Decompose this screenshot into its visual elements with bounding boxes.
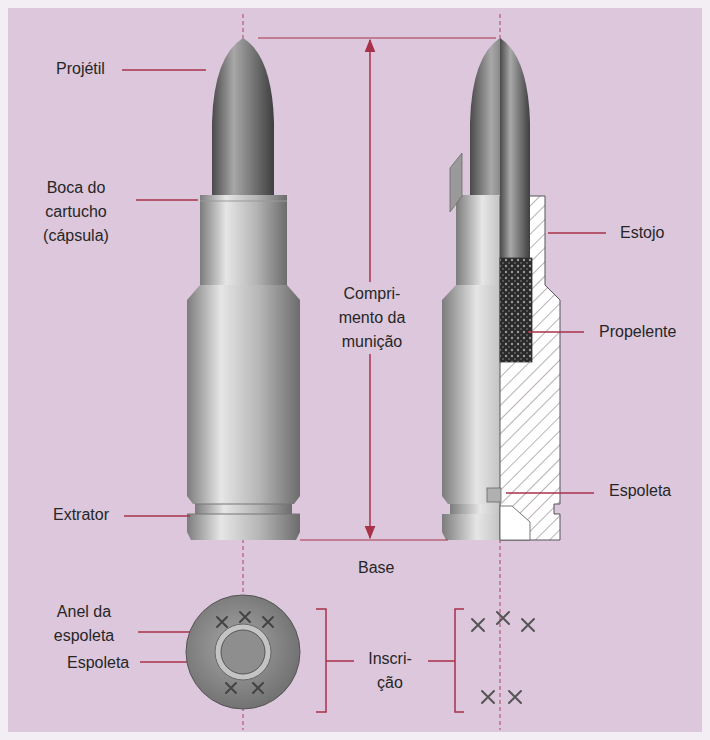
case-shoulder (187, 285, 300, 300)
x-mark (217, 617, 227, 627)
groove-half (450, 504, 500, 514)
leader-line (136, 199, 198, 201)
bracket (428, 609, 464, 712)
bullet-half (470, 38, 500, 196)
extension-line (258, 38, 496, 39)
case-rim (187, 514, 300, 532)
part-label: Extrator (53, 503, 109, 527)
base-half (442, 532, 500, 540)
leader-line (124, 515, 190, 517)
x-mark (253, 683, 263, 693)
x-mark (509, 691, 521, 703)
bullet (212, 38, 274, 196)
x-mark (482, 691, 494, 703)
bullet-section (500, 38, 530, 258)
part-label: Anel da espoleta (34, 600, 134, 648)
primer-section (487, 488, 501, 502)
background-panel (8, 8, 702, 732)
x-mark (226, 683, 236, 693)
inscription-marks (217, 612, 273, 693)
case-base (187, 532, 300, 540)
part-label: Base (358, 556, 394, 580)
case-neck (200, 195, 287, 285)
propellant (500, 258, 532, 362)
part-label: Boca do cartucho (cápsula) (26, 176, 126, 248)
x-mark (522, 619, 534, 631)
bracket (316, 609, 354, 712)
leader-line (548, 232, 606, 234)
cartridge-exterior (187, 38, 300, 540)
inscription-marks (472, 612, 534, 703)
x-mark (263, 617, 273, 627)
part-label: Espoleta (67, 651, 129, 675)
x-mark (240, 612, 250, 622)
primer-pocket (500, 506, 530, 540)
case-body (187, 300, 300, 496)
part-label: Propelente (599, 320, 676, 344)
x-mark (497, 612, 509, 624)
extractor-groove (195, 504, 292, 514)
leader-lines (122, 70, 606, 662)
leader-line (528, 331, 584, 333)
groove-edge (195, 504, 292, 505)
primer (221, 630, 265, 674)
x-mark (472, 619, 484, 631)
base-view (186, 595, 300, 709)
rim-half (442, 514, 500, 532)
dimension-label: Compri- mento da munição (328, 282, 416, 354)
part-label: Projétil (56, 57, 105, 81)
case-shoulder-half (442, 285, 500, 300)
case-head (186, 595, 300, 709)
leader-line (506, 492, 594, 494)
cut-flap (450, 153, 462, 212)
case-neck-half (456, 195, 500, 285)
extension-line (300, 540, 448, 541)
case-body-half (442, 300, 500, 496)
case-bevel (187, 496, 300, 504)
part-label: Estojo (620, 221, 664, 245)
brackets (316, 609, 464, 712)
cartridge-section (442, 38, 560, 540)
neck-edge (200, 201, 287, 202)
leader-line (122, 69, 206, 71)
groove-edge (187, 514, 300, 515)
part-label: Espoleta (609, 479, 671, 503)
primer-ring (215, 624, 271, 680)
part-label: Inscri- ção (361, 647, 419, 695)
